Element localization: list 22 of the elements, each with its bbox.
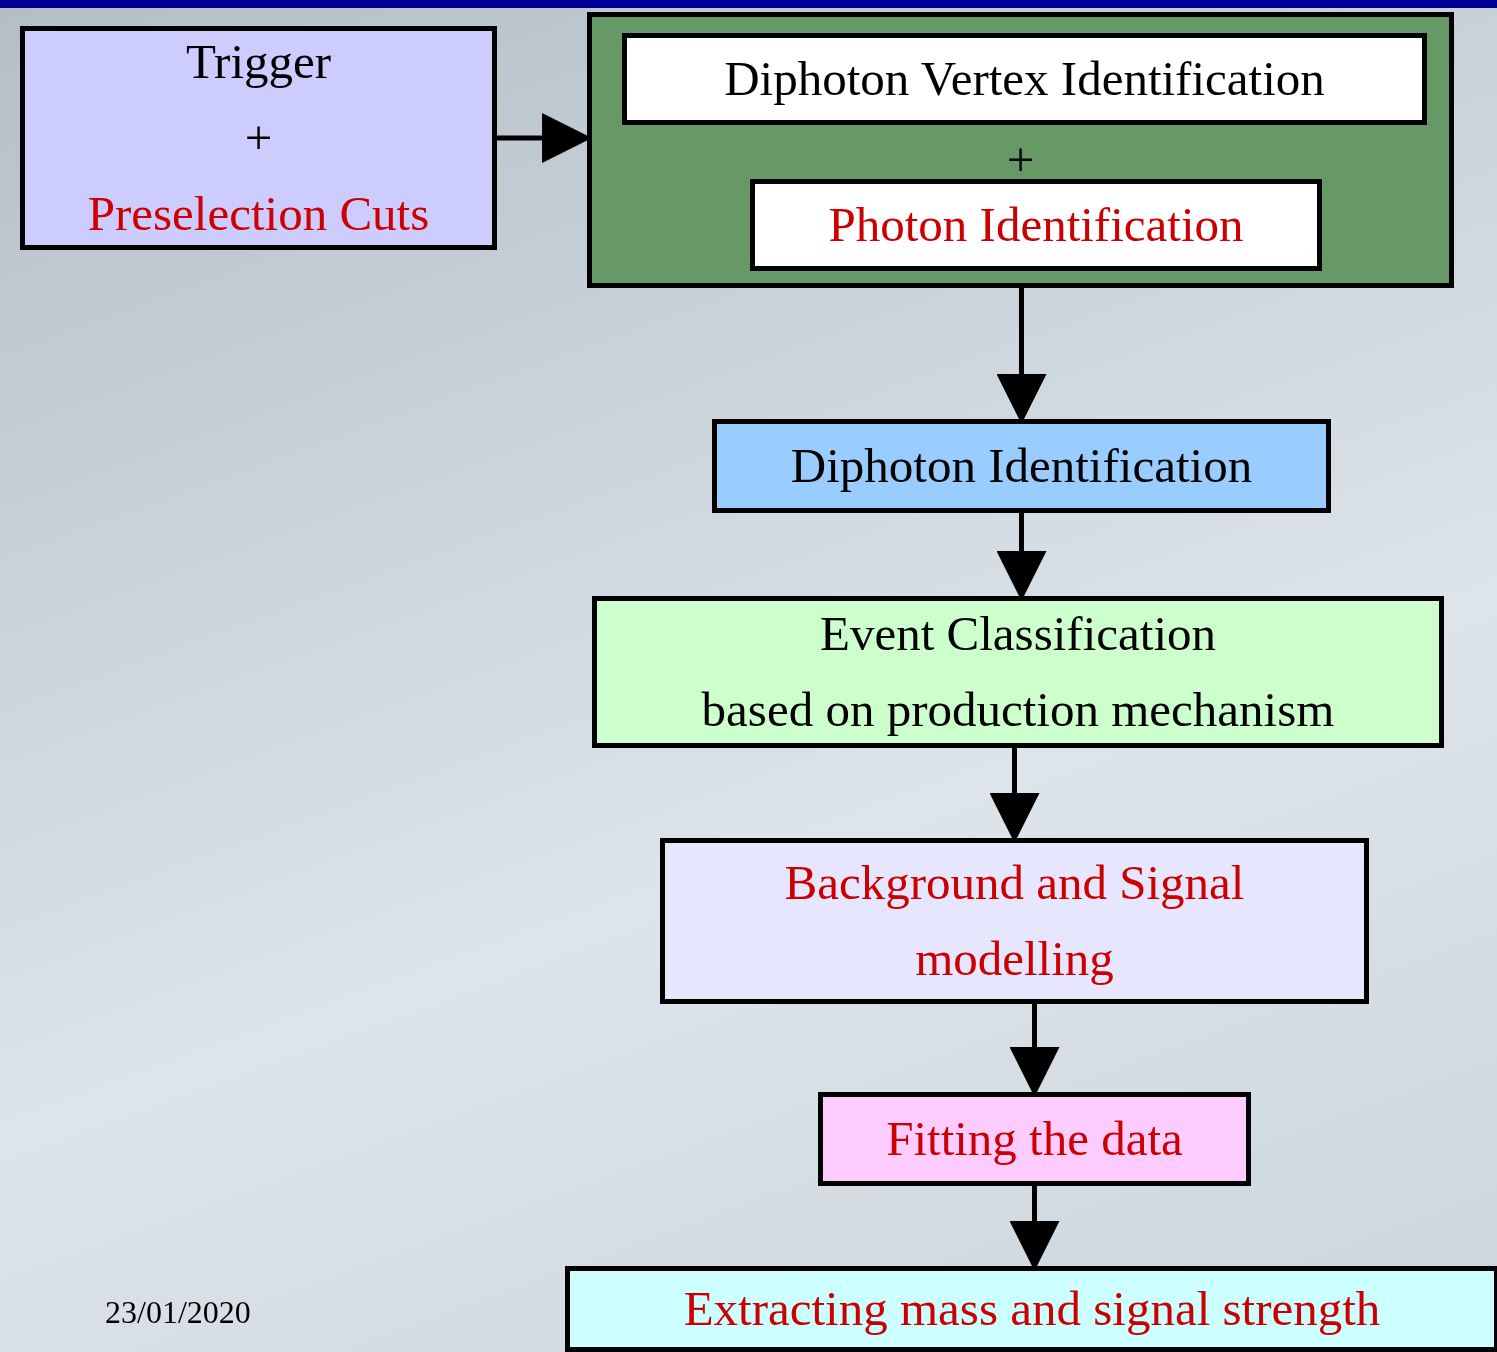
process-box — [660, 838, 1369, 1004]
box-text: based on production mechanism — [701, 681, 1335, 739]
process-box — [587, 12, 1454, 288]
box-text: Photon Identification — [828, 196, 1244, 255]
date-label: 23/01/2020 — [105, 1293, 251, 1332]
process-box — [20, 26, 497, 250]
process-box — [565, 1266, 1497, 1352]
box-text: Diphoton Identification — [790, 437, 1253, 496]
process-box — [712, 419, 1331, 513]
process-box — [750, 179, 1322, 271]
box-text: Background and Signal modelling — [783, 854, 1246, 988]
box-text: Diphoton Vertex Identification — [724, 50, 1325, 109]
box-text: Fitting the data — [886, 1110, 1183, 1169]
box-text: Event Classification — [820, 605, 1216, 664]
box-text: Preselection Cuts — [87, 184, 430, 243]
box-text: + — [244, 109, 273, 168]
box-text: + — [1005, 135, 1036, 184]
process-box — [622, 33, 1427, 125]
box-text: Trigger — [185, 33, 332, 92]
process-box — [592, 596, 1444, 748]
process-box — [818, 1092, 1251, 1186]
box-text: Extracting mass and signal strength — [683, 1280, 1381, 1339]
